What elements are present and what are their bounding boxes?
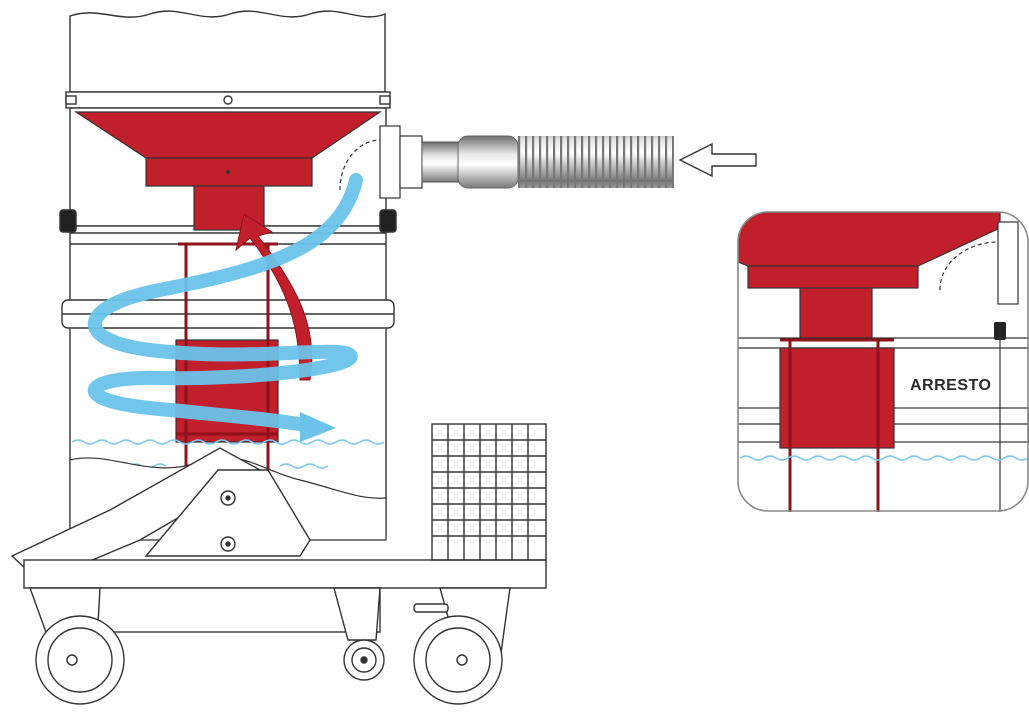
lid-clamp-left	[59, 209, 77, 233]
arresto-label: ARRESTO	[910, 377, 991, 394]
wheel-right	[413, 587, 511, 705]
hopper-funnel	[73, 111, 382, 231]
trolley	[10, 423, 547, 633]
wheel-center	[333, 587, 385, 681]
detail-inset: ARRESTO	[737, 211, 1029, 512]
suction-hose	[421, 135, 674, 189]
airflow-spiral	[87, 173, 363, 433]
inset-frame	[737, 211, 1029, 512]
wheel-left	[29, 587, 125, 705]
airflow-arrow-head	[300, 412, 336, 442]
trolley-platform	[23, 559, 547, 589]
support-bracket	[144, 469, 311, 557]
band-screw	[223, 95, 233, 105]
upper-housing	[69, 10, 386, 93]
lid-clamp-right	[379, 209, 397, 233]
storage-basket	[431, 423, 547, 561]
arrow-left-icon	[678, 142, 757, 178]
hose-coupling	[421, 141, 459, 183]
trolley-underframe	[79, 587, 381, 633]
hose-corrugated	[518, 136, 674, 188]
wheels	[29, 587, 511, 705]
